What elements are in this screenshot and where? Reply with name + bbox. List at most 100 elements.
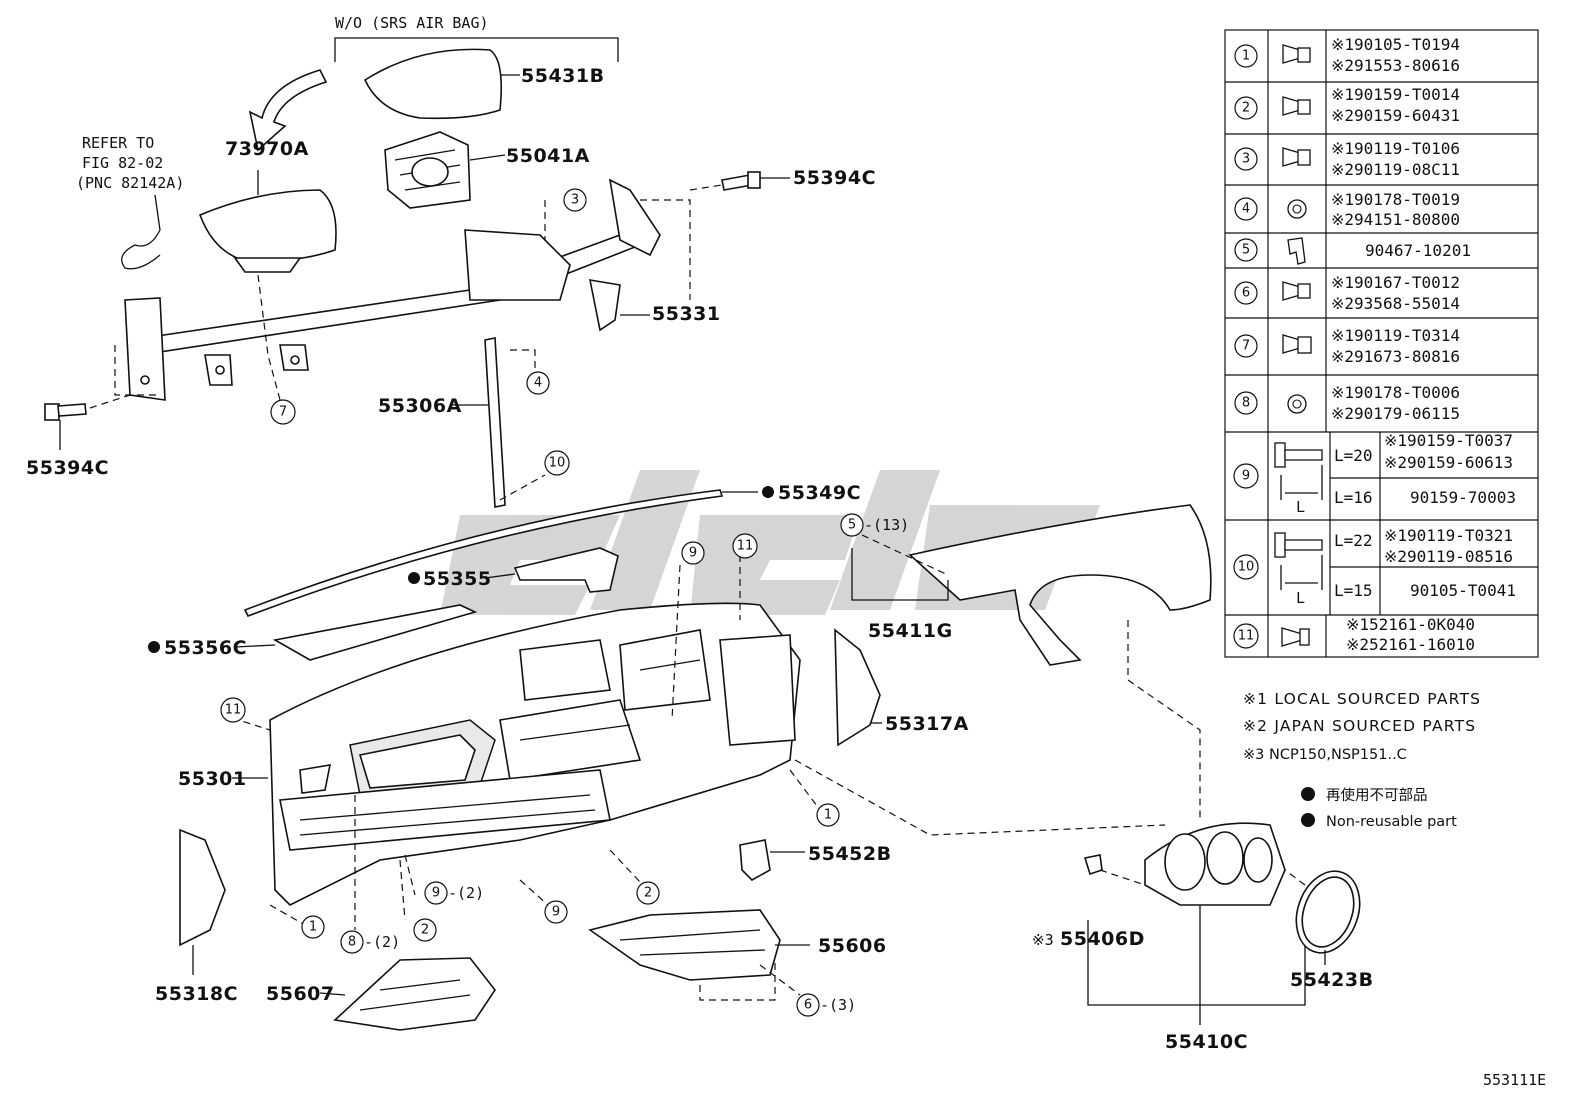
callout-5: 5 [840,513,864,537]
svg-text:9: 9 [1242,469,1250,484]
label-55349C: 55349C [778,482,861,504]
label-55406D: 55406D [1060,928,1145,950]
svg-text:2: 2 [644,886,652,901]
callout-1b: 1 [301,915,325,939]
label-73970A: 73970A [225,138,309,160]
label-55306A: 55306A [378,395,462,417]
brace-55306A-shape [484,337,506,508]
svg-text:11: 11 [225,703,242,718]
label-55394C-left: 55394C [26,457,109,479]
table-row-4: 4 ※190178-T0019 ※294151-80800 [1234,190,1460,229]
under-cover-55606-shape [588,909,810,981]
label-55431B: 55431B [521,65,605,87]
fastener-table [1224,29,1539,658]
airbag-cover-55431B-shape [363,48,503,120]
svg-text:※293568-55014: ※293568-55014 [1331,294,1460,313]
side-panel-55318C-shape [179,828,226,975]
svg-text:L=20: L=20 [1334,446,1373,465]
svg-text:7: 7 [279,405,287,420]
callout-7: 7 [270,399,296,425]
pad-55355-shape [484,547,619,593]
legend-bullet-2 [1301,813,1315,827]
table-row-2: 2 ※190159-T0014 ※290159-60431 [1234,85,1460,125]
svg-text:9: 9 [552,905,560,920]
wo-srs-label: W/O (SRS AIR BAG) [335,14,489,32]
bolt-55394C-right-shape [721,171,790,191]
pin-icon [1281,627,1310,647]
svg-text:※290179-06115: ※290179-06115 [1331,404,1460,423]
svg-text:11: 11 [737,539,754,554]
table-row-5: 5 90467-10201 [1234,237,1471,265]
label-55356C: 55356C [164,637,247,659]
svg-text:10: 10 [1238,560,1255,575]
nut-icon [1287,199,1307,219]
flange-bolt-icon [1274,442,1323,500]
label-55423B: 55423B [1290,969,1374,991]
clip-icon [1287,237,1306,265]
callout-6: 6 [796,993,820,1017]
svg-text:※290159-60431: ※290159-60431 [1331,106,1460,125]
callout-6-qty: -(3) [820,996,856,1014]
pad-55356C-shape [234,604,478,661]
note-2: ※2 JAPAN SOURCED PARTS [1243,717,1476,735]
under-cover-55607-shape [319,957,496,1031]
svg-text:9: 9 [432,886,440,901]
svg-text:7: 7 [1242,339,1250,354]
callout-8: 8 [340,930,364,954]
bullet-55349C [762,486,774,498]
table-row-9: 9 L L=20 ※190159-T0037 ※290159-60613 L=1… [1233,431,1516,516]
label-55317A: 55317A [885,713,969,735]
svg-text:※190178-T0019: ※190178-T0019 [1331,190,1460,209]
clip-55406D-shape [1083,854,1103,876]
svg-text:5: 5 [848,518,856,533]
table-row-1: 1 ※190105-T0194 ※291553-80616 [1234,35,1460,75]
svg-text:※152161-0K040: ※152161-0K040 [1346,615,1475,634]
svg-text:※190119-T0314: ※190119-T0314 [1331,326,1460,345]
callout-9a: 9 [681,541,705,565]
wo-bracket [334,37,619,62]
svg-text:11: 11 [1238,629,1255,644]
svg-text:6: 6 [804,998,812,1013]
label-55607: 55607 [266,983,335,1005]
svg-text:※291553-80616: ※291553-80616 [1331,56,1460,75]
svg-text:※190159-T0037: ※190159-T0037 [1384,431,1513,450]
side-cover-55317A-shape [834,628,882,747]
svg-text:4: 4 [1242,202,1250,217]
label-55331: 55331 [652,303,721,325]
svg-text:※290159-60613: ※290159-60613 [1384,453,1513,472]
bullet-55355 [408,572,420,584]
svg-text:6: 6 [1242,286,1250,301]
label-55410C: 55410C [1165,1031,1248,1053]
airbag-module-55041A-shape [384,131,506,209]
flange-bolt-icon [1274,532,1323,590]
svg-text:9: 9 [689,546,697,561]
legend-en: Non-reusable part [1326,814,1457,830]
svg-text:※190105-T0194: ※190105-T0194 [1331,35,1460,54]
nut-icon [1287,394,1307,414]
svg-text:8: 8 [348,935,356,950]
label-55606: 55606 [818,935,887,957]
label-55041A: 55041A [506,145,590,167]
svg-text:※294151-80800: ※294151-80800 [1331,210,1460,229]
svg-text:L=16: L=16 [1334,488,1373,507]
svg-text:5: 5 [1242,243,1250,258]
refer-line-3: (PNC 82142A) [76,174,184,192]
ring-55423B-shape [1295,870,1361,965]
dim-l-10: L [1296,589,1305,607]
svg-text:※290119-08C11: ※290119-08C11 [1331,160,1460,179]
callout-2a: 2 [636,881,660,905]
direction-arrow [248,69,328,152]
svg-text:3: 3 [1242,152,1250,167]
legend-jp: 再使用不可部品 [1326,787,1428,804]
svg-text:2: 2 [1242,101,1250,116]
meter-cluster-55410C-shape [1087,822,1306,1025]
svg-text:※190119-T0321: ※190119-T0321 [1384,526,1513,545]
svg-text:1: 1 [1242,49,1250,64]
figure-id: 553111E [1483,1071,1546,1089]
bolt-icon [1282,281,1311,301]
upper-panel-55411G-shape [851,504,1212,666]
label-55301: 55301 [178,768,247,790]
bolt-icon [1282,147,1311,167]
callout-3: 3 [563,188,587,212]
